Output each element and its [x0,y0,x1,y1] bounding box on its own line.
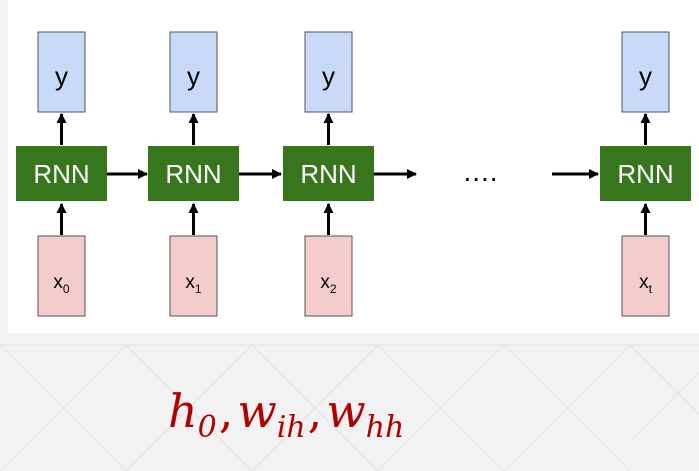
input-label-0: x0 [53,272,70,296]
input-box-1 [169,235,218,317]
output-label-1: y [187,61,200,91]
input-label-1: x1 [185,272,202,296]
output-label-2: y [322,61,335,91]
formula-separator-2: , [307,384,323,438]
rnn-cell-2: y RNN x2 [283,31,374,317]
rnn-block-0 [16,146,107,201]
formula-w-ih-sub: ih [276,410,306,445]
rnn-cell-0: y RNN x0 [16,31,107,317]
formula-h-sub: 0 [197,410,217,445]
formula-h: h [168,384,198,438]
rnn-label-1: RNN [165,159,221,189]
rnn-label-0: RNN [33,159,89,189]
rnn-label-2: RNN [300,159,356,189]
output-label-0: y [55,61,68,91]
rnn-cell-1: y RNN x1 [148,31,239,317]
rnn-block-t [600,146,691,201]
output-box-2 [304,31,353,113]
formula-separator-1: , [218,384,234,438]
output-box-1 [169,31,218,113]
rnn-cell-t: y RNN xt [600,31,691,317]
formula-w-hh-sub: hh [365,410,405,445]
rnn-block-2 [283,146,374,201]
formula-w-hh: w [326,384,366,438]
output-box-t [621,31,670,113]
input-label-t: xt [639,272,653,296]
initial-parameters-formula: h0,wih,whh [168,388,404,443]
rnn-unrolled-diagram: y RNN x0 y RNN x1 y RNN x2 .... [16,31,691,317]
input-box-0 [37,235,86,317]
input-box-2 [304,235,353,317]
input-label-2: x2 [320,272,337,296]
input-box-t [621,235,670,317]
output-box-0 [37,31,86,113]
output-label-t: y [639,61,652,91]
formula-w-ih: w [237,384,277,438]
rnn-label-t: RNN [617,159,673,189]
rnn-block-1 [148,146,239,201]
ellipsis: .... [463,156,498,187]
